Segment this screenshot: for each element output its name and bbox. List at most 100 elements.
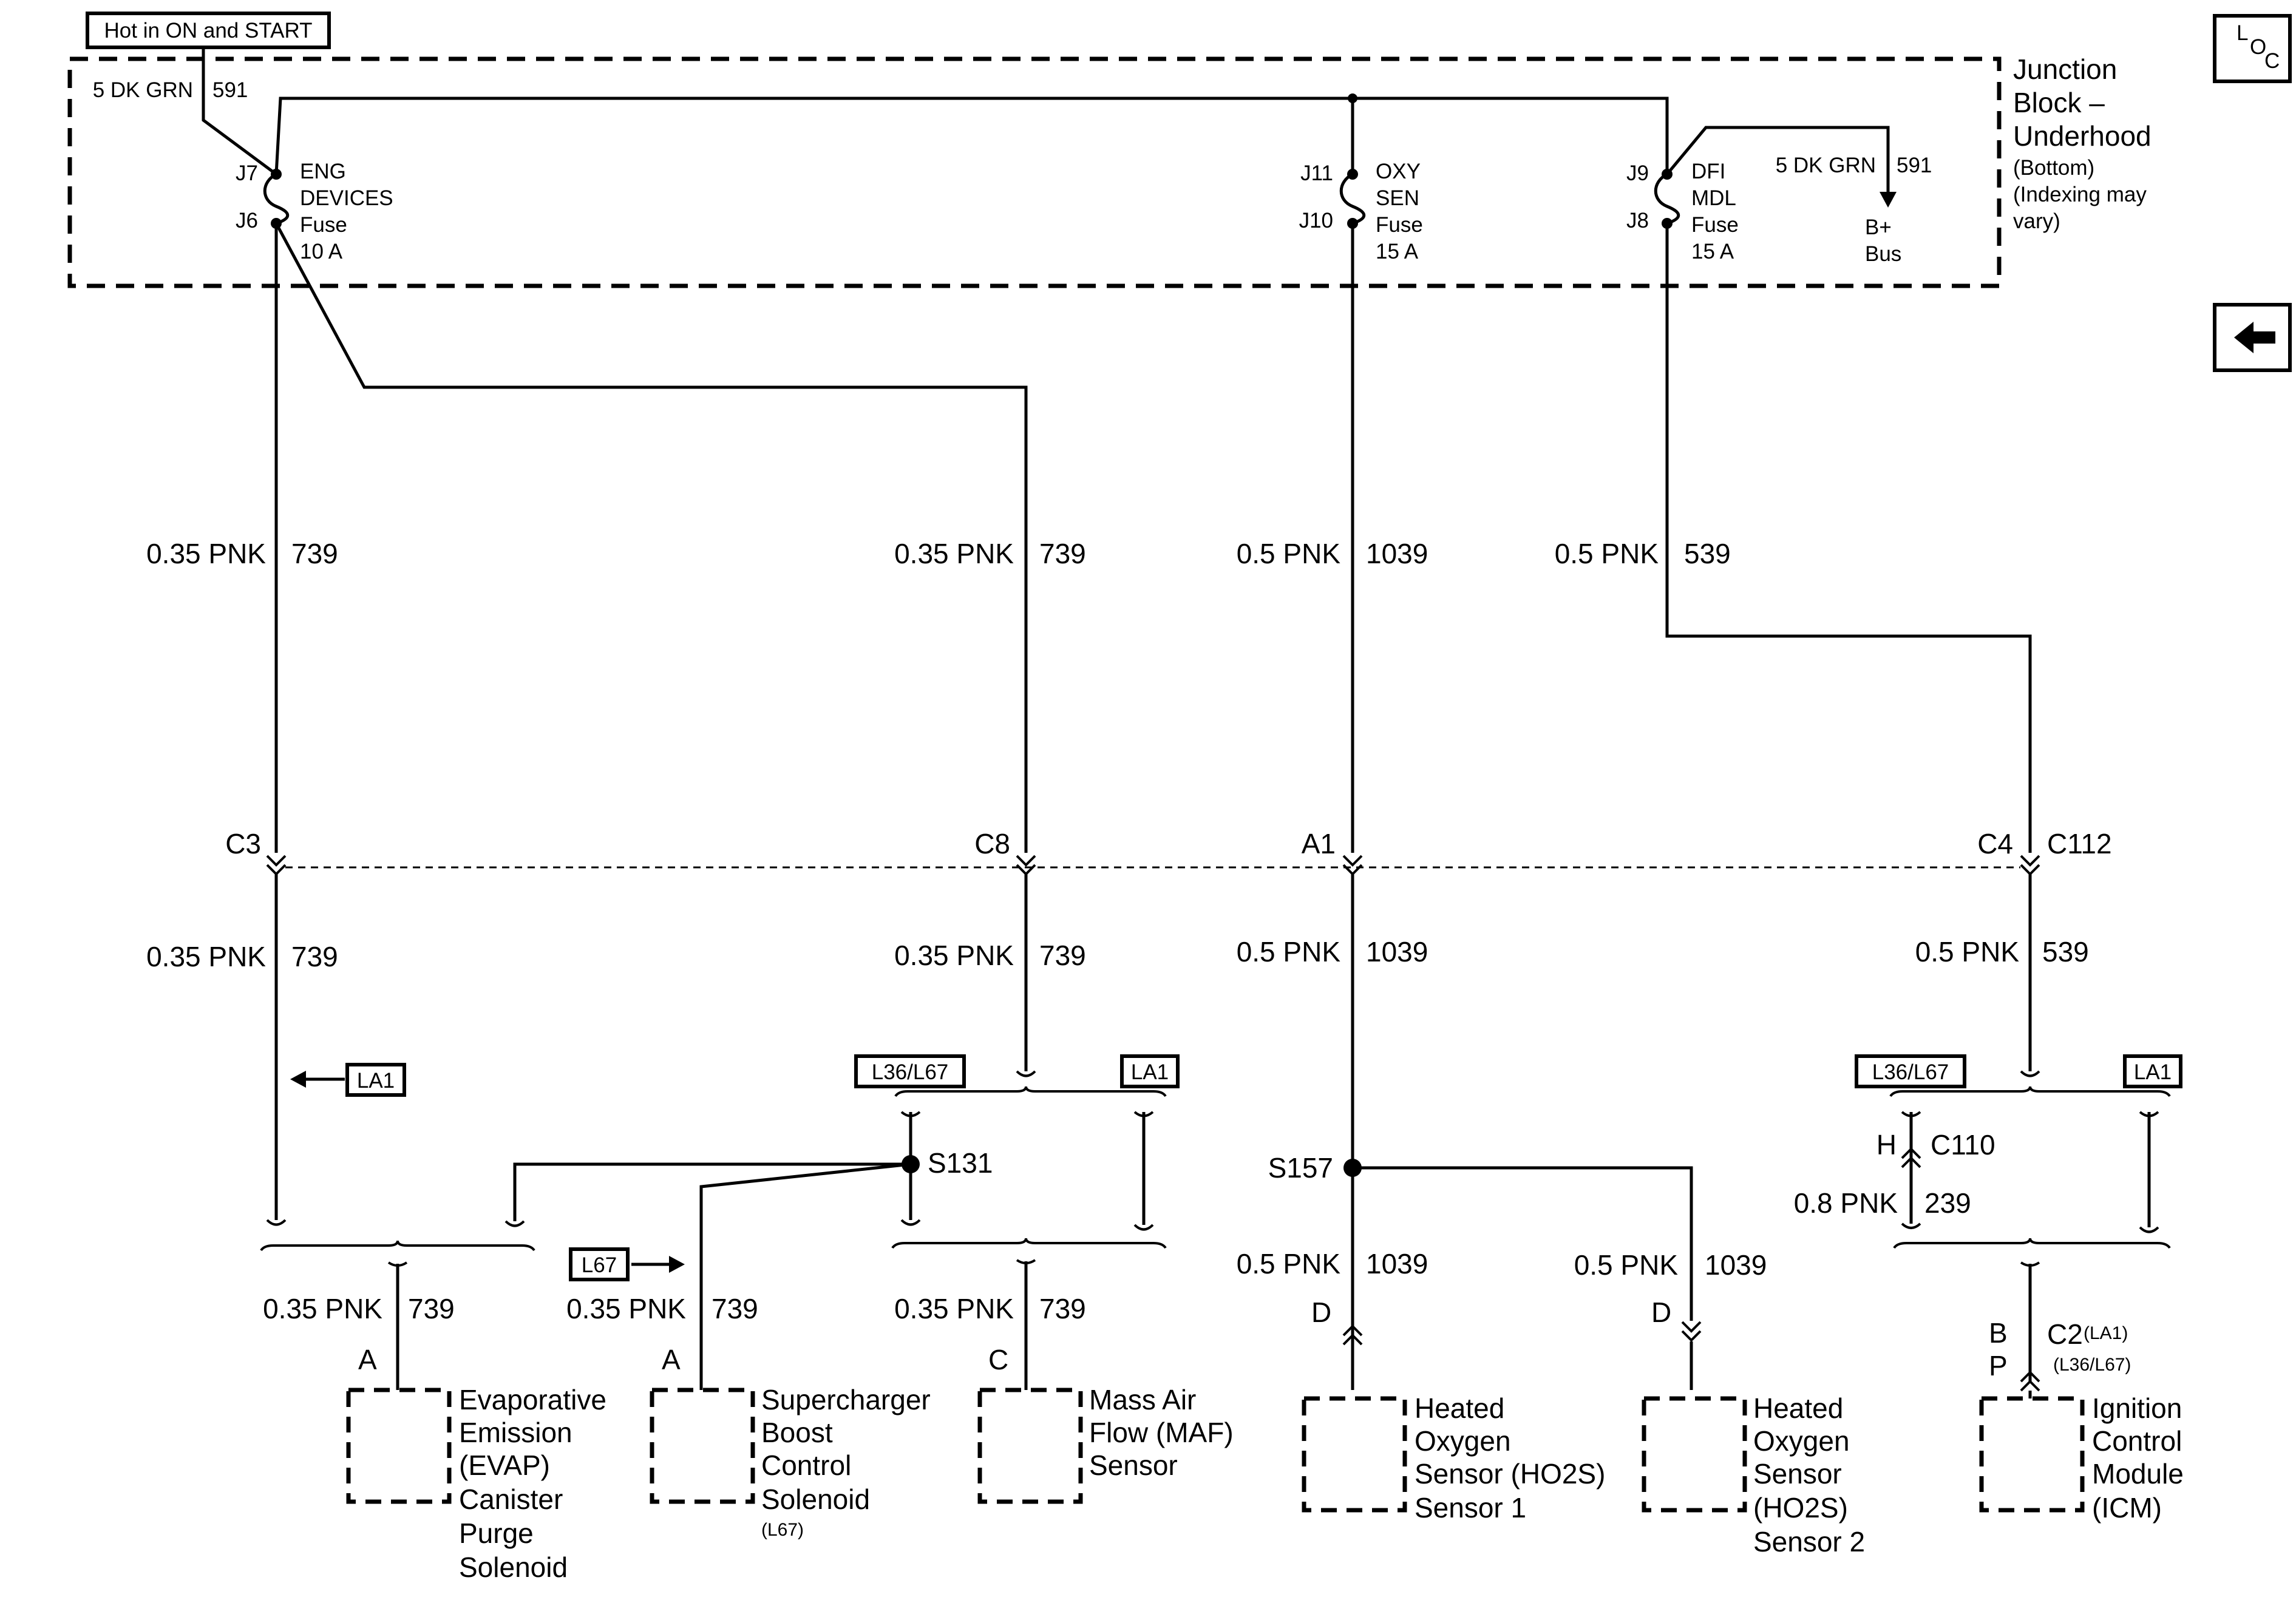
svg-text:C: C xyxy=(2264,49,2280,73)
svg-text:Heated: Heated xyxy=(1415,1392,1504,1424)
svg-text:LA1: LA1 xyxy=(1131,1060,1169,1084)
svg-text:0.35 PNK: 0.35 PNK xyxy=(894,538,1014,569)
svg-text:0.5 PNK: 0.5 PNK xyxy=(1237,936,1341,968)
svg-text:J11: J11 xyxy=(1300,161,1333,185)
svg-text:Sensor 1: Sensor 1 xyxy=(1415,1492,1526,1524)
svg-text:Junction: Junction xyxy=(2013,53,2117,85)
svg-text:A: A xyxy=(662,1344,681,1375)
svg-text:Sensor: Sensor xyxy=(1753,1458,1842,1490)
svg-text:LA1: LA1 xyxy=(2134,1060,2172,1084)
svg-text:239: 239 xyxy=(1924,1187,1971,1219)
svg-text:ENG: ENG xyxy=(300,160,346,183)
svg-text:L67: L67 xyxy=(582,1253,617,1277)
svg-text:1039: 1039 xyxy=(1366,1248,1428,1280)
svg-text:(ICM): (ICM) xyxy=(2092,1492,2162,1524)
c112-pin-labels: C3 C8 A1 C4 C112 xyxy=(225,828,2111,859)
svg-text:(L36/L67): (L36/L67) xyxy=(2053,1355,2131,1375)
svg-text:0.35 PNK: 0.35 PNK xyxy=(566,1293,686,1324)
ho2s1-connector xyxy=(1342,1324,1363,1346)
ho2s2-connector xyxy=(1681,1321,1702,1342)
component-supercharger-boost-solenoid[interactable]: A Supercharger Boost Control Solenoid (L… xyxy=(650,1344,931,1540)
svg-text:Oxygen: Oxygen xyxy=(1753,1425,1850,1457)
junction-bus-line xyxy=(274,97,1669,175)
back-button[interactable] xyxy=(2213,303,2292,372)
svg-text:LA1: LA1 xyxy=(357,1069,395,1093)
svg-text:C3: C3 xyxy=(225,828,261,859)
svg-text:L36/L67: L36/L67 xyxy=(1872,1060,1949,1084)
fuse-eng-devices: J7 J6 ENG DEVICES Fuse 10 A xyxy=(236,160,393,263)
svg-text:OXY: OXY xyxy=(1376,160,1421,183)
svg-text:S131: S131 xyxy=(928,1147,993,1179)
tag-l36-l67-right[interactable]: L36/L67 xyxy=(1855,1054,1966,1088)
bplus-bus-wire: 5 DK GRN 591 B+ Bus xyxy=(1666,126,1932,266)
svg-text:Sensor: Sensor xyxy=(1089,1449,1178,1481)
component-ho2s-sensor-1[interactable]: D Heated Oxygen Sensor (HO2S) Sensor 1 xyxy=(1302,1297,1605,1524)
wire-739-b-upper xyxy=(274,222,1028,853)
svg-text:MDL: MDL xyxy=(1691,186,1736,210)
svg-text:B: B xyxy=(1989,1317,2008,1349)
hot-in-on-and-start-label: Hot in ON and START xyxy=(86,12,331,49)
svg-text:1039: 1039 xyxy=(1366,538,1428,569)
component-evap-purge-solenoid[interactable]: A Evaporative Emission (EVAP) Canister P… xyxy=(346,1344,606,1583)
svg-text:(HO2S): (HO2S) xyxy=(1753,1492,1848,1524)
svg-text:C8: C8 xyxy=(974,828,1010,859)
svg-text:Heated: Heated xyxy=(1753,1392,1843,1424)
svg-text:J10: J10 xyxy=(1299,209,1333,232)
component-wire-labels: 0.35 PNK 739 0.35 PNK 739 0.35 PNK 739 0… xyxy=(263,1248,1767,1324)
svg-text:10 A: 10 A xyxy=(300,240,343,263)
svg-text:Solenoid: Solenoid xyxy=(761,1483,870,1515)
c110-labels: H C110 0.8 PNK 239 xyxy=(1794,1129,1995,1219)
component-ignition-control-module[interactable]: Ignition Control Module (ICM) xyxy=(1979,1391,2184,1524)
svg-text:C: C xyxy=(988,1344,1008,1375)
junction-block-outline xyxy=(67,56,2002,288)
svg-text:J9: J9 xyxy=(1626,161,1649,185)
svg-text:C2: C2 xyxy=(2047,1318,2083,1350)
maf-bracket xyxy=(891,1238,1167,1264)
svg-text:L36/L67: L36/L67 xyxy=(872,1060,949,1084)
svg-text:Control: Control xyxy=(2092,1425,2182,1457)
svg-text:Fuse: Fuse xyxy=(1376,213,1423,237)
svg-text:(LA1): (LA1) xyxy=(2084,1323,2128,1343)
svg-text:5 DK GRN: 5 DK GRN xyxy=(1776,154,1876,177)
svg-text:15 A: 15 A xyxy=(1691,240,1734,263)
svg-text:0.8 PNK: 0.8 PNK xyxy=(1794,1187,1898,1219)
svg-text:0.5 PNK: 0.5 PNK xyxy=(1237,538,1341,569)
svg-text:vary): vary) xyxy=(2013,209,2060,233)
svg-text:Purge: Purge xyxy=(459,1517,534,1549)
svg-text:Sensor (HO2S): Sensor (HO2S) xyxy=(1415,1458,1605,1490)
svg-text:739: 739 xyxy=(291,941,338,972)
svg-text:Bus: Bus xyxy=(1865,242,1901,266)
svg-text:(Bottom): (Bottom) xyxy=(2013,156,2094,180)
la1-arrow-tag[interactable]: LA1 xyxy=(290,1063,406,1097)
svg-text:(Indexing may: (Indexing may xyxy=(2013,183,2147,206)
tag-l36-l67-mid[interactable]: L36/L67 xyxy=(854,1054,966,1088)
svg-text:L: L xyxy=(2237,21,2248,45)
svg-text:0.35 PNK: 0.35 PNK xyxy=(146,941,266,972)
svg-text:J8: J8 xyxy=(1626,209,1649,232)
tag-la1-mid[interactable]: LA1 xyxy=(1120,1054,1180,1088)
svg-text:591: 591 xyxy=(212,78,248,102)
svg-text:J7: J7 xyxy=(236,161,258,185)
svg-text:Solenoid: Solenoid xyxy=(459,1551,568,1583)
l67-arrow-tag[interactable]: L67 xyxy=(569,1247,685,1281)
svg-text:D: D xyxy=(1311,1297,1331,1328)
svg-text:739: 739 xyxy=(1039,1293,1086,1324)
svg-text:15 A: 15 A xyxy=(1376,240,1419,263)
svg-text:Supercharger: Supercharger xyxy=(761,1384,931,1415)
junction-block-title: Junction Block – Underhood (Bottom) (Ind… xyxy=(2013,53,2152,233)
svg-text:739: 739 xyxy=(291,538,338,569)
svg-text:739: 739 xyxy=(1039,940,1086,971)
svg-text:Control: Control xyxy=(761,1449,851,1481)
component-maf-sensor[interactable]: C Mass Air Flow (MAF) Sensor xyxy=(977,1344,1234,1504)
svg-text:A: A xyxy=(358,1344,377,1375)
tag-la1-right[interactable]: LA1 xyxy=(2123,1054,2182,1088)
svg-text:Block –: Block – xyxy=(2013,87,2105,118)
svg-text:739: 739 xyxy=(1039,538,1086,569)
component-ho2s-sensor-2[interactable]: D Heated Oxygen Sensor (HO2S) Sensor 2 xyxy=(1642,1297,1865,1558)
evap-bracket xyxy=(260,1219,535,1267)
c112-connector-symbols xyxy=(266,855,2040,876)
svg-text:539: 539 xyxy=(2042,936,2089,968)
svg-text:(EVAP): (EVAP) xyxy=(459,1449,550,1481)
loc-button[interactable]: L O C xyxy=(2213,14,2292,83)
